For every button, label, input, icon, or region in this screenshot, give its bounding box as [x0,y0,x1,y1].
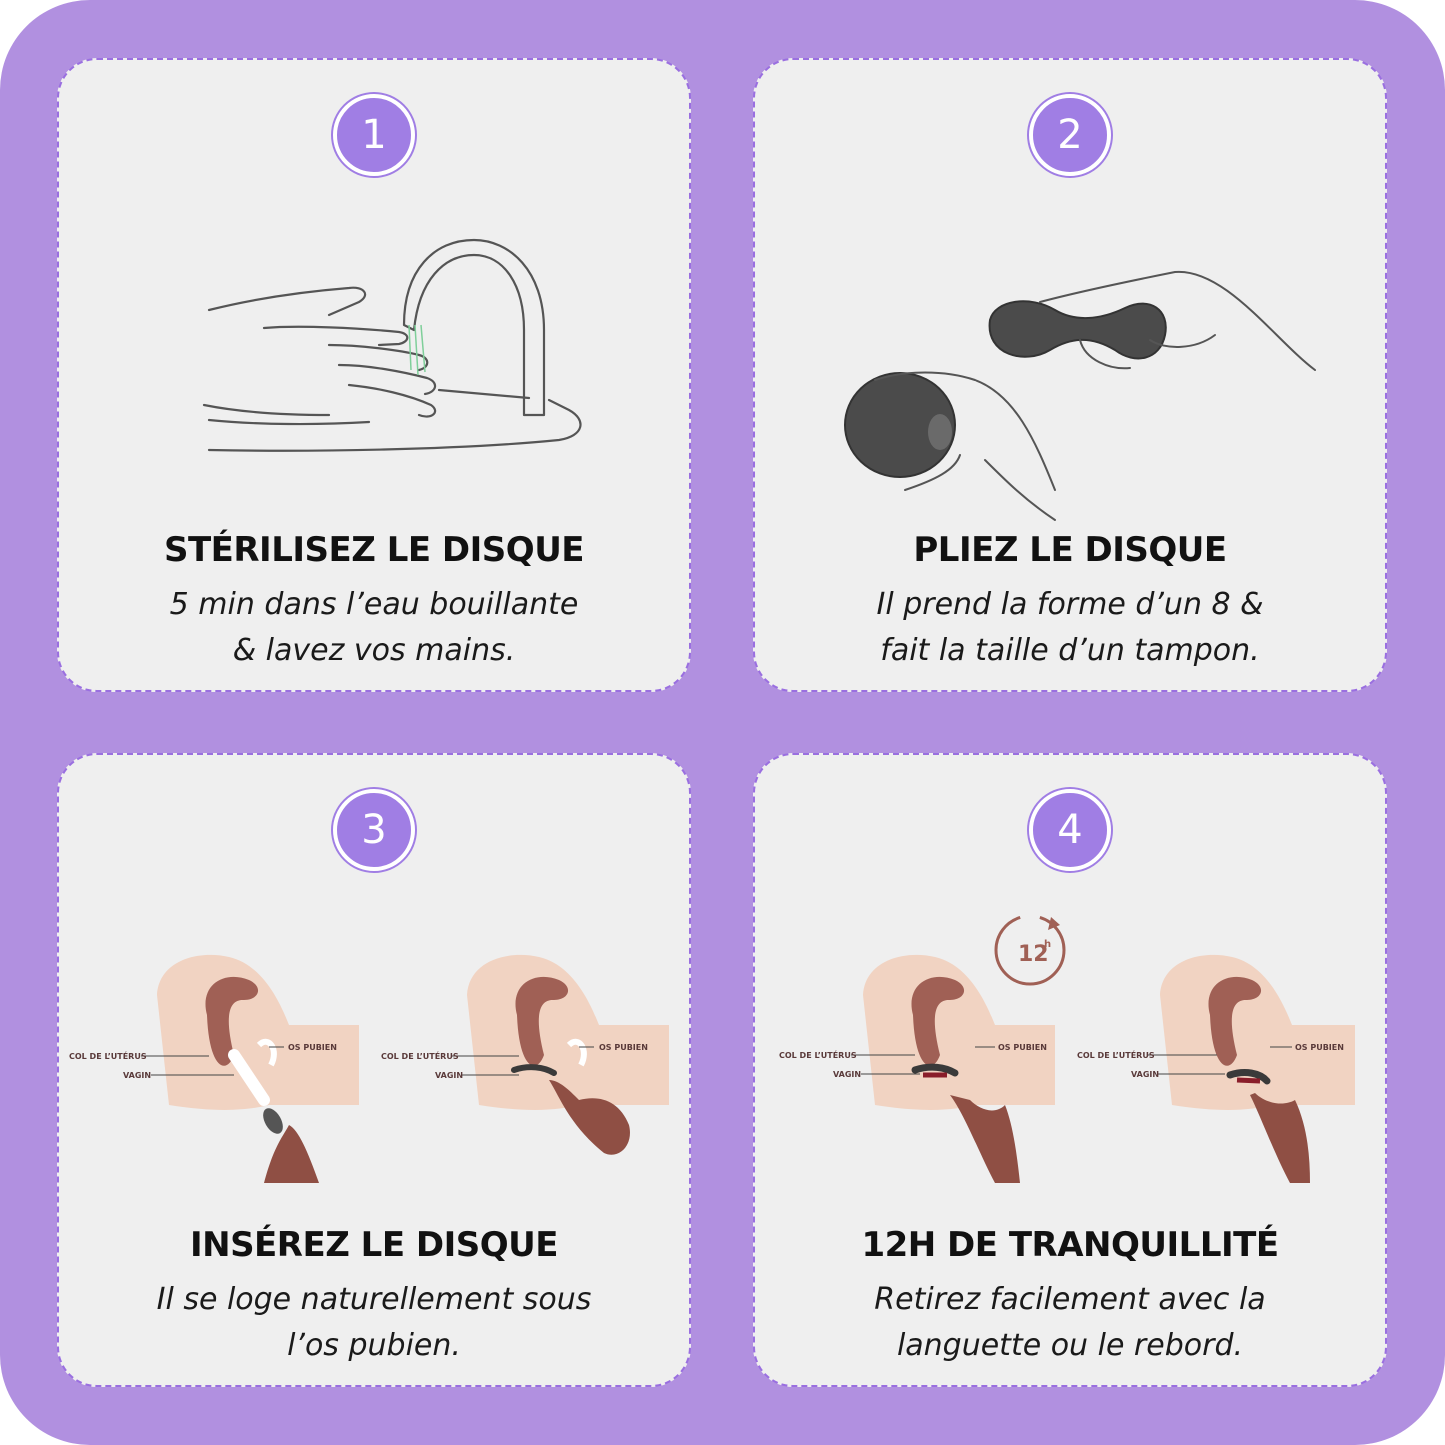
step-description-line: Retirez facilement avec la [874,1282,1266,1317]
label-pubic-bone: OS PUBIEN [288,1043,337,1052]
hands-washing-icon [202,238,582,452]
step-description: Retirez facilement avec la languette ou … [785,1277,1355,1369]
folding-disc-icon [844,270,1316,521]
step-title: STÉRILISEZ LE DISQUE [163,530,585,570]
removal-diagram-icon: 12 h COL DE L’UTÉRUS VAGIN OS PUBIEN [779,914,1355,1183]
step-card-2: 2 PLIEZ LE DISQUE Il prend la forme d’un… [753,58,1387,692]
step-number-badge: 4 [1029,789,1111,871]
label-cervix: COL DE L’UTÉRUS [779,1049,857,1060]
step-title: INSÉREZ LE DISQUE [189,1225,559,1265]
step-title: PLIEZ LE DISQUE [913,530,1227,570]
step-description-line: Il prend la forme d’un 8 & [876,587,1264,622]
timer-unit: h [1044,939,1051,950]
step-number-badge: 2 [1029,94,1111,176]
step-number-badge: 3 [333,789,415,871]
step-title: 12H DE TRANQUILLITÉ [861,1225,1279,1265]
step-number-badge: 1 [333,94,415,176]
step-description-line: languette ou le rebord. [896,1328,1244,1363]
step-description: Il prend la forme d’un 8 & fait la taill… [785,582,1355,674]
label-vagina: VAGIN [123,1071,151,1080]
step-description-line: fait la taille d’un tampon. [880,633,1260,668]
label-pubic-bone: OS PUBIEN [599,1043,648,1052]
label-vagina: VAGIN [1131,1070,1159,1079]
step-card-4: 4 12 h COL DE L’UTÉRUS VAGIN OS PUBIEN [753,753,1387,1387]
step-description-line: l’os pubien. [287,1328,461,1363]
timer-12h-icon: 12 h [994,914,1066,986]
step-card-1: 1 [57,58,691,692]
label-pubic-bone: OS PUBIEN [1295,1043,1344,1052]
label-cervix: COL DE L’UTÉRUS [69,1050,147,1061]
step-description-line: & lavez vos mains. [232,633,516,668]
step-card-3: 3 COL DE L’UTÉRUS VAGIN OS PUBIEN [57,753,691,1387]
label-cervix: COL DE L’UTÉRUS [1077,1049,1155,1060]
label-pubic-bone: OS PUBIEN [998,1043,1047,1052]
step-description: 5 min dans l’eau bouillante & lavez vos … [89,582,659,674]
step-description-line: 5 min dans l’eau bouillante [169,587,579,622]
label-cervix: COL DE L’UTÉRUS [381,1050,459,1061]
step-description-line: Il se loge naturellement sous [156,1282,592,1317]
step-description: Il se loge naturellement sous l’os pubie… [89,1277,659,1369]
label-vagina: VAGIN [435,1071,463,1080]
insertion-diagram-icon: COL DE L’UTÉRUS VAGIN OS PUBIEN COL DE L… [69,954,669,1183]
timer-label: 12 [1018,942,1049,967]
label-vagina: VAGIN [833,1070,861,1079]
